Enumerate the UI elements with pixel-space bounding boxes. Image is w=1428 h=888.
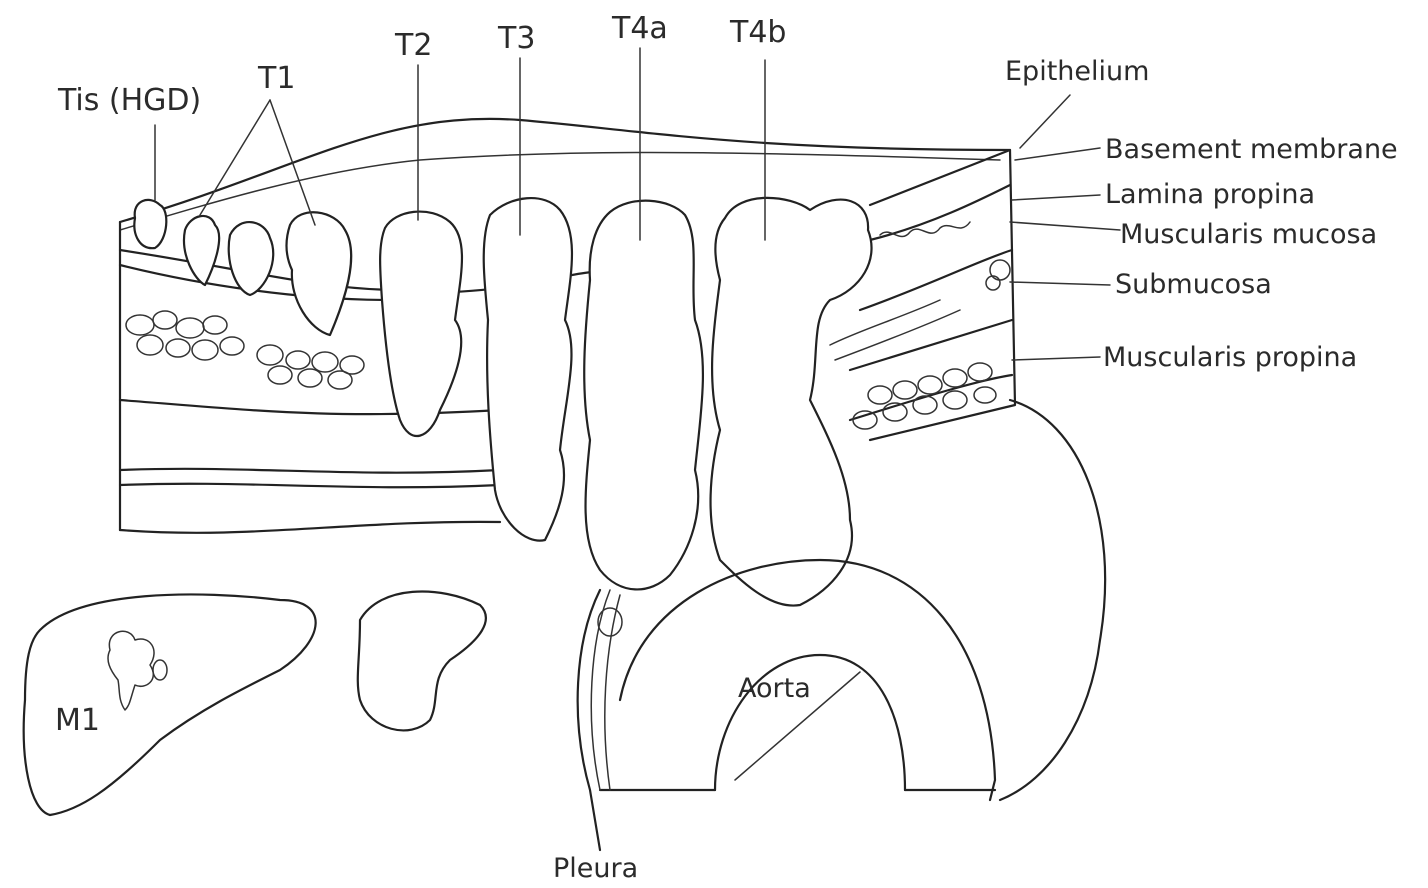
label-t3: T3: [497, 21, 535, 56]
label-m1: M1: [55, 703, 100, 738]
label-t1: T1: [257, 61, 295, 96]
label-pleura: Pleura: [553, 853, 638, 884]
label-epithelium: Epithelium: [1005, 56, 1149, 87]
label-t2: T2: [394, 28, 432, 63]
label-t4a: T4a: [611, 11, 668, 46]
tumor-t3: [484, 198, 572, 541]
label-muscularis-mucosa: Muscularis mucosa: [1120, 219, 1377, 250]
label-tis: Tis (HGD): [57, 83, 201, 118]
pleura: [578, 590, 622, 850]
tumor-t4a: [584, 201, 703, 590]
label-submucosa: Submucosa: [1115, 269, 1272, 300]
tumor-t2: [380, 212, 462, 436]
metastasis-lung: [358, 591, 486, 730]
label-lamina-propria: Lamina propina: [1105, 179, 1315, 210]
label-t4b: T4b: [729, 15, 786, 50]
tumor-tis: [134, 200, 166, 248]
label-basement-membrane: Basement membrane: [1105, 134, 1398, 165]
tumor-t4b: [711, 198, 872, 606]
label-aorta: Aorta: [738, 673, 811, 704]
label-muscularis-propria: Muscularis propina: [1103, 342, 1357, 373]
